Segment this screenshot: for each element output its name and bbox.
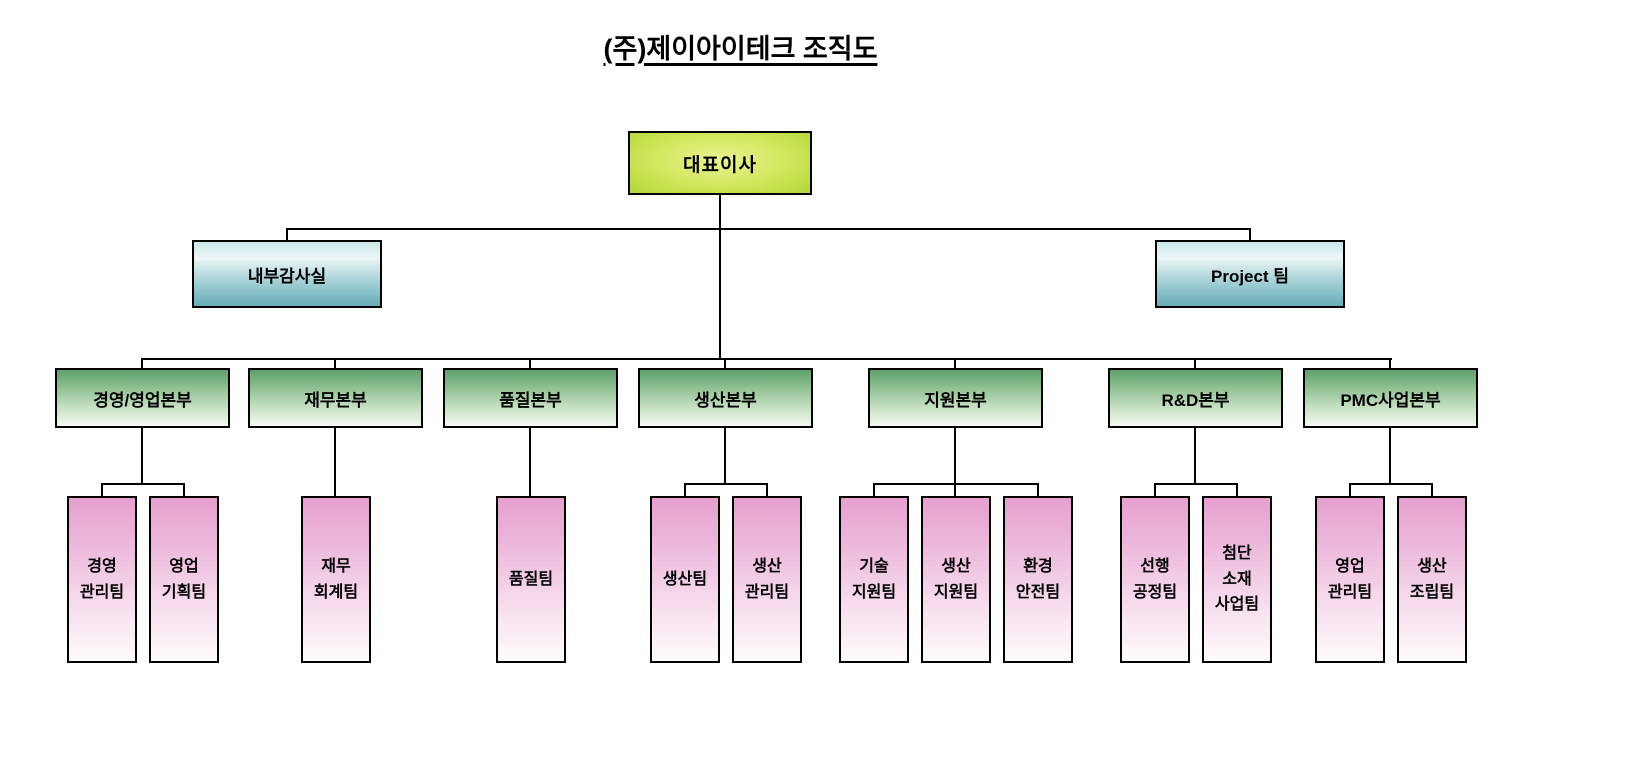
connector-line bbox=[334, 428, 336, 496]
connector-line bbox=[101, 483, 103, 496]
connector-line bbox=[141, 358, 1392, 360]
chart-title-text: (주)제이아이테크 조직도 bbox=[603, 34, 878, 64]
chart-title: (주)제이아이테크 조직도 bbox=[0, 27, 1481, 66]
division-box-rnd: R&D본부 bbox=[1108, 368, 1283, 428]
team-box-production: 생산팀 bbox=[650, 496, 720, 663]
connector-line bbox=[873, 483, 1039, 485]
connector-line bbox=[1236, 483, 1238, 496]
connector-line bbox=[719, 195, 721, 360]
connector-line bbox=[1194, 358, 1196, 370]
connector-line bbox=[873, 483, 875, 496]
division-box-production: 생산본부 bbox=[638, 368, 813, 428]
team-box-management: 경영 관리팀 bbox=[67, 496, 137, 663]
team-box-tech-support: 기술 지원팀 bbox=[839, 496, 909, 663]
connector-line bbox=[334, 358, 336, 370]
connector-line bbox=[724, 358, 726, 370]
staff-box-internal-audit: 내부감사실 bbox=[192, 240, 382, 308]
connector-line bbox=[141, 358, 143, 370]
connector-line bbox=[286, 228, 1251, 230]
connector-line bbox=[286, 228, 288, 242]
team-box-production-assembly: 생산 조립팀 bbox=[1397, 496, 1467, 663]
team-box-advanced-materials: 첨단 소재 사업팀 bbox=[1202, 496, 1272, 663]
connector-line bbox=[1349, 483, 1433, 485]
connector-line bbox=[1154, 483, 1238, 485]
division-box-quality: 품질본부 bbox=[443, 368, 618, 428]
connector-line bbox=[183, 483, 185, 496]
connector-line bbox=[1154, 483, 1156, 496]
team-box-advanced-process: 선행 공정팀 bbox=[1120, 496, 1190, 663]
team-box-sales-management: 영업 관리팀 bbox=[1315, 496, 1385, 663]
connector-line bbox=[766, 483, 768, 496]
team-box-quality: 품질팀 bbox=[496, 496, 566, 663]
connector-line bbox=[141, 428, 143, 483]
connector-line bbox=[1389, 358, 1391, 370]
division-box-finance: 재무본부 bbox=[248, 368, 423, 428]
division-box-pmc: PMC사업본부 bbox=[1303, 368, 1478, 428]
connector-line bbox=[101, 483, 185, 485]
connector-line bbox=[1194, 428, 1196, 483]
connector-line bbox=[1037, 483, 1039, 496]
team-box-sales-planning: 영업 기획팀 bbox=[149, 496, 219, 663]
team-box-finance-accounting: 재무 회계팀 bbox=[301, 496, 371, 663]
connector-line bbox=[954, 483, 956, 496]
connector-line bbox=[1349, 483, 1351, 496]
staff-box-project-team: Project 팀 bbox=[1155, 240, 1345, 308]
connector-line bbox=[529, 358, 531, 370]
connector-line bbox=[724, 428, 726, 483]
connector-line bbox=[1389, 428, 1391, 483]
team-box-production-support: 생산 지원팀 bbox=[921, 496, 991, 663]
team-box-production-management: 생산 관리팀 bbox=[732, 496, 802, 663]
team-box-environment-safety: 환경 안전팀 bbox=[1003, 496, 1073, 663]
connector-line bbox=[1431, 483, 1433, 496]
division-box-support: 지원본부 bbox=[868, 368, 1043, 428]
ceo-box: 대표이사 bbox=[628, 131, 812, 195]
connector-line bbox=[684, 483, 768, 485]
connector-line bbox=[684, 483, 686, 496]
connector-line bbox=[954, 428, 956, 483]
connector-line bbox=[1249, 228, 1251, 242]
connector-line bbox=[529, 428, 531, 496]
connector-line bbox=[954, 358, 956, 370]
division-box-management-sales: 경영/영업본부 bbox=[55, 368, 230, 428]
